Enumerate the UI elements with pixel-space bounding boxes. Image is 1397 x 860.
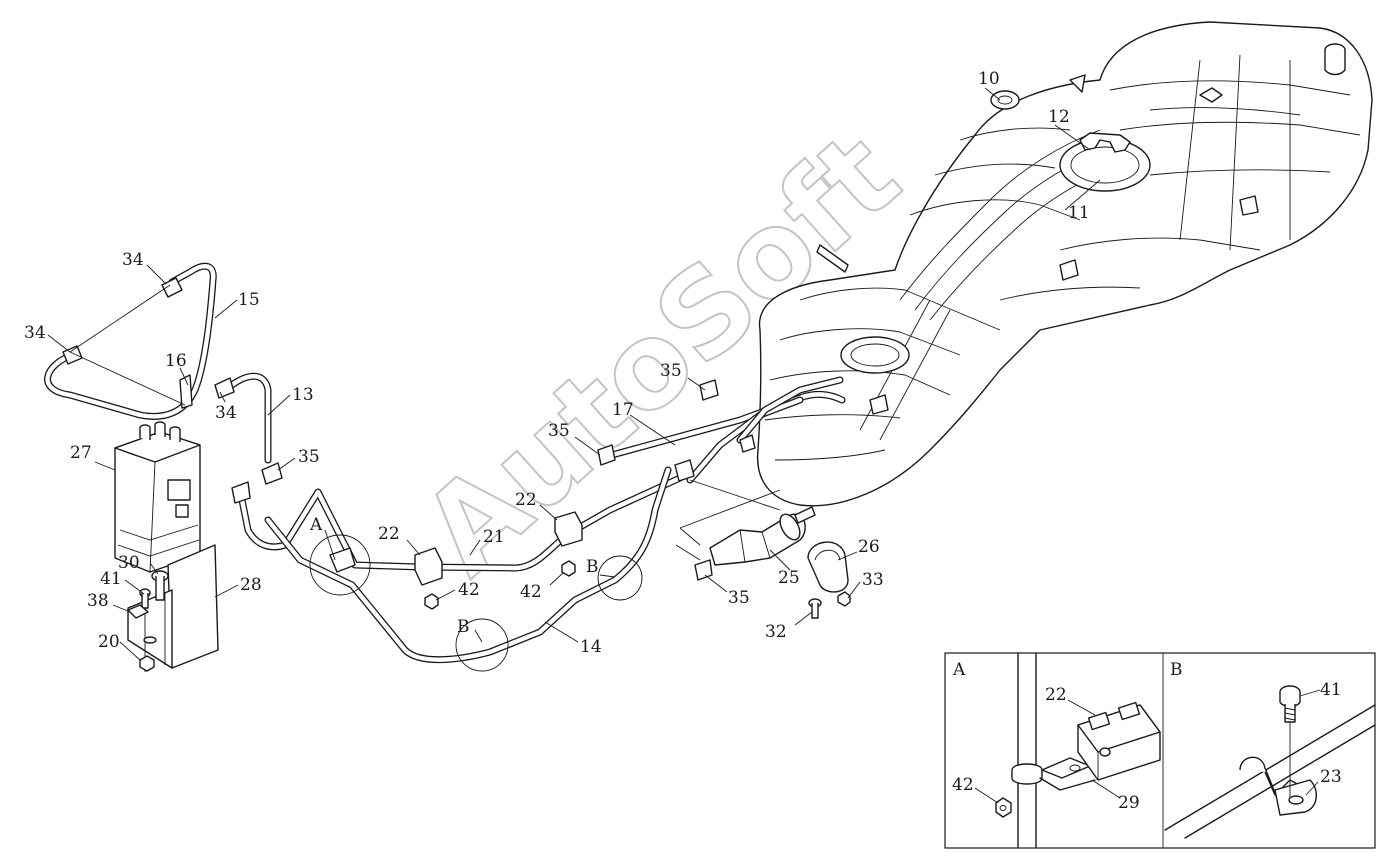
callout-35: 35 xyxy=(660,361,682,381)
canister-bracket xyxy=(127,544,219,672)
callout-11: 11 xyxy=(1068,203,1090,223)
fuel-filter xyxy=(709,506,816,566)
detail-circle-b1 xyxy=(597,555,643,601)
callout-32: 32 xyxy=(765,622,787,642)
pipe-17 xyxy=(608,390,846,484)
callout-22: 22 xyxy=(378,524,400,544)
filter-guide-lines xyxy=(675,479,781,561)
hose-15 xyxy=(44,262,217,420)
callout-38: 38 xyxy=(87,591,109,611)
detail-view-b: B 41 23 xyxy=(1164,660,1376,839)
detail-a-letter: A xyxy=(952,660,966,680)
evap-canister xyxy=(114,421,201,573)
callout-27: 27 xyxy=(70,443,92,463)
detail-a-label-22: 22 xyxy=(1045,685,1067,705)
detail-a-label-29: 29 xyxy=(1118,793,1140,813)
callout-b: B xyxy=(586,557,599,577)
detail-b-label-23: 23 xyxy=(1320,767,1342,787)
callout-41: 41 xyxy=(100,569,122,589)
callout-13: 13 xyxy=(292,385,314,405)
pipe-clip-22 xyxy=(414,511,583,586)
nut-42 xyxy=(424,560,576,610)
callout-30: 30 xyxy=(118,553,140,573)
callout-22: 22 xyxy=(515,490,537,510)
callout-34: 34 xyxy=(122,250,144,270)
callout-15: 15 xyxy=(238,290,260,310)
callout-17: 17 xyxy=(612,400,634,420)
detail-circle-a xyxy=(309,534,371,596)
callout-28: 28 xyxy=(240,575,262,595)
callout-35: 35 xyxy=(728,588,750,608)
callout-12: 12 xyxy=(1048,107,1070,127)
callout-25: 25 xyxy=(778,568,800,588)
callout-20: 20 xyxy=(98,632,120,652)
canister-hardware xyxy=(127,570,169,672)
bolts-32-33 xyxy=(808,591,851,619)
detail-circle-b2 xyxy=(455,618,509,672)
callout-14: 14 xyxy=(580,637,602,657)
callout-34: 34 xyxy=(215,403,237,423)
detail-b-label-41: 41 xyxy=(1320,680,1342,700)
callout-10: 10 xyxy=(978,69,1000,89)
callout-42: 42 xyxy=(520,582,542,602)
detail-a-label-42: 42 xyxy=(952,775,974,795)
detail-view-a: A 22 42 29 xyxy=(952,652,1161,849)
leader-lines xyxy=(47,87,1101,661)
callout-21: 21 xyxy=(483,527,505,547)
hose-13 xyxy=(228,372,272,464)
callout-a: A xyxy=(309,515,323,535)
detail-b-letter: B xyxy=(1170,660,1183,680)
callout-b: B xyxy=(457,617,470,637)
callout-16: 16 xyxy=(165,351,187,371)
pipe-14 xyxy=(264,466,672,664)
callout-33: 33 xyxy=(862,570,884,590)
callout-35: 35 xyxy=(298,447,320,467)
callout-34: 34 xyxy=(24,323,46,343)
fuel-tank xyxy=(756,21,1373,507)
callout-35: 35 xyxy=(548,421,570,441)
callout-labels: 34 15 34 16 13 34 35 27 30 41 38 20 28 1… xyxy=(24,69,1090,657)
callout-42: 42 xyxy=(458,580,480,600)
callout-26: 26 xyxy=(858,537,880,557)
fuel-tank-lines xyxy=(736,376,844,444)
filter-bracket xyxy=(807,541,849,593)
